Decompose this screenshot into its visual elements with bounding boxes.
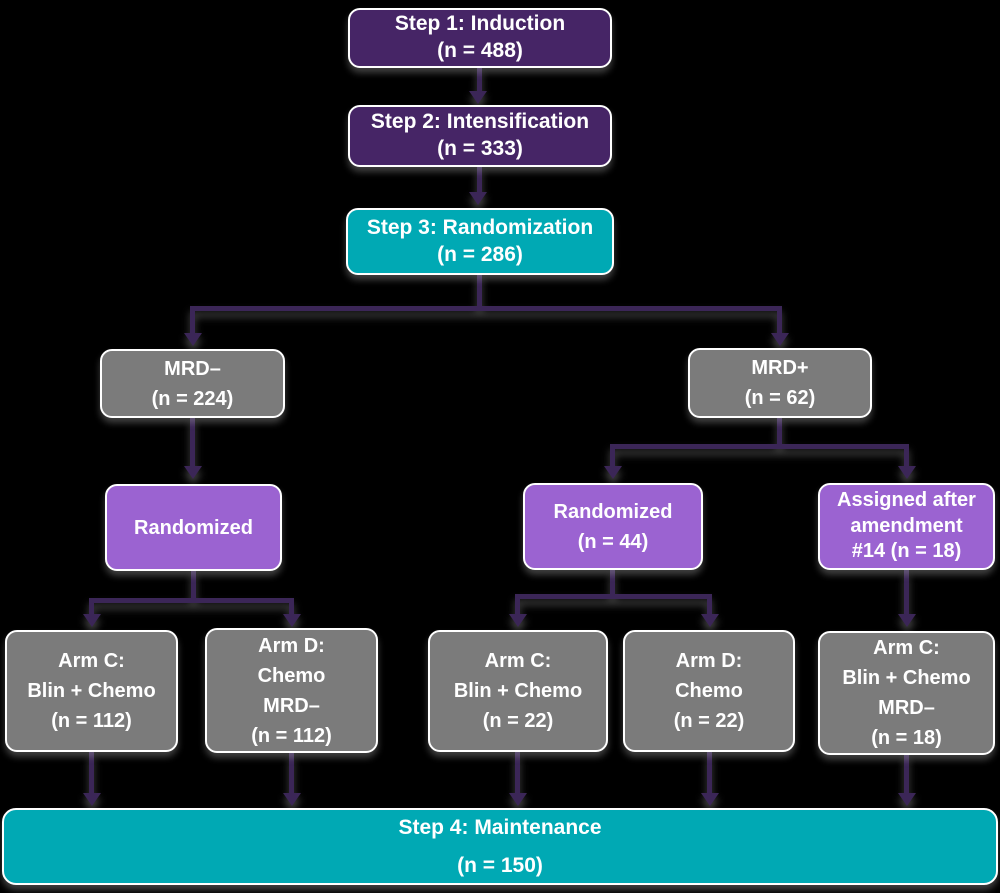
connector-randright-split	[610, 570, 615, 596]
node-step2-intensification: Step 2: Intensification (n = 333)	[348, 105, 612, 167]
node-step3-randomization: Step 3: Randomization (n = 286)	[346, 208, 614, 275]
connector-to-mrd-neg	[190, 306, 195, 334]
node-text-line: (n = 112)	[51, 710, 132, 732]
connector-mrdpos-branch	[610, 444, 909, 449]
arrow-down-icon	[83, 793, 101, 806]
node-text-line: Chemo	[257, 664, 326, 687]
node-arm-d-left: Arm D: Chemo MRD– (n = 112)	[205, 628, 378, 753]
connector-step1-step2	[477, 67, 482, 92]
connector-armdmid-step4	[707, 752, 712, 794]
connector-step3-split	[477, 273, 482, 308]
node-assigned-after-amendment: Assigned after amendment #14 (n = 18)	[818, 483, 995, 570]
node-text-line: Randomized	[134, 516, 253, 539]
node-text-line: MRD–	[878, 697, 935, 719]
connector-mrdneg-randomized	[190, 417, 195, 467]
node-text-line: (n = 286)	[437, 242, 523, 266]
arrow-down-icon	[604, 466, 622, 479]
connector-armdleft-step4	[289, 753, 294, 794]
node-text-line: Step 3: Randomization	[366, 215, 594, 239]
node-text-line: amendment	[850, 514, 963, 537]
arrow-down-icon	[469, 192, 487, 205]
arrow-down-icon	[898, 614, 916, 627]
connector-to-armd-left	[289, 598, 294, 615]
arrow-down-icon	[771, 333, 789, 346]
node-text-line: MRD+	[751, 357, 809, 379]
node-step4-maintenance: Step 4: Maintenance (n = 150)	[2, 808, 998, 885]
connector-randright-branch	[515, 594, 712, 599]
arrow-down-icon	[184, 333, 202, 346]
node-text-line: Step 1: Induction	[394, 12, 566, 36]
node-text-line: Chemo	[675, 680, 743, 702]
arrow-down-icon	[283, 614, 301, 627]
arrow-down-icon	[898, 793, 916, 806]
connector-to-armc-left	[89, 598, 94, 615]
connector-to-armc-mid	[515, 594, 520, 615]
arrow-down-icon	[184, 466, 202, 479]
node-text-line: Arm D:	[258, 634, 325, 657]
connector-mrdpos-split	[777, 417, 782, 446]
node-text-line: (n = 18)	[871, 727, 942, 749]
connector-randleft-branch	[89, 598, 294, 603]
connector-assigned-armc	[904, 570, 909, 615]
connector-armcleft-step4	[89, 752, 94, 794]
connector-randleft-split	[191, 570, 196, 600]
node-text-line: (n = 44)	[577, 530, 649, 553]
node-text-line: Blin + Chemo	[27, 680, 156, 702]
node-mrd-positive: MRD+ (n = 62)	[688, 348, 872, 418]
arrow-down-icon	[83, 614, 101, 627]
node-text-line: Step 2: Intensification	[370, 110, 590, 134]
node-text-line: MRD–	[164, 357, 221, 380]
node-arm-c-right: Arm C: Blin + Chemo MRD– (n = 18)	[818, 631, 995, 755]
connector-step2-step3	[477, 166, 482, 193]
node-text-line: Arm C:	[484, 650, 552, 672]
node-mrd-negative: MRD– (n = 224)	[100, 349, 285, 418]
connector-to-assigned	[904, 444, 909, 467]
node-step1-induction: Step 1: Induction (n = 488)	[348, 8, 612, 68]
arrow-down-icon	[283, 793, 301, 806]
node-text-line: Arm D:	[675, 650, 743, 672]
node-text-line: Assigned after	[837, 489, 976, 512]
connector-to-armd-mid	[707, 594, 712, 615]
arrow-down-icon	[701, 614, 719, 627]
node-randomized-left: Randomized	[105, 484, 282, 571]
node-text-line: #14 (n = 18)	[851, 540, 962, 563]
connector-to-rand-right	[610, 444, 615, 467]
node-text-line: (n = 150)	[457, 853, 543, 877]
node-arm-c-left: Arm C: Blin + Chemo (n = 112)	[5, 630, 178, 752]
node-text-line: (n = 22)	[482, 710, 554, 732]
node-text-line: (n = 224)	[151, 387, 234, 410]
node-text-line: Randomized	[553, 500, 673, 523]
node-arm-c-middle: Arm C: Blin + Chemo (n = 22)	[428, 630, 608, 752]
arrow-down-icon	[509, 614, 527, 627]
node-text-line: (n = 488)	[437, 39, 523, 62]
connector-armcright-step4	[904, 753, 909, 794]
node-text-line: (n = 62)	[744, 387, 816, 409]
arrow-down-icon	[898, 466, 916, 479]
node-text-line: MRD–	[263, 694, 320, 717]
connector-to-mrd-pos	[777, 306, 782, 334]
node-randomized-right: Randomized (n = 44)	[523, 483, 703, 570]
node-text-line: Blin + Chemo	[842, 667, 971, 689]
connector-armcmid-step4	[515, 752, 520, 794]
node-text-line: Blin + Chemo	[453, 680, 583, 702]
node-text-line: Arm C:	[873, 637, 940, 659]
arrow-down-icon	[701, 793, 719, 806]
node-arm-d-middle: Arm D: Chemo (n = 22)	[623, 630, 795, 752]
arrow-down-icon	[469, 91, 487, 104]
node-text-line: (n = 22)	[673, 710, 745, 732]
node-text-line: (n = 112)	[251, 724, 332, 747]
node-text-line: Step 4: Maintenance	[398, 815, 602, 839]
arrow-down-icon	[509, 793, 527, 806]
connector-mrd-split	[190, 306, 780, 311]
node-text-line: (n = 333)	[437, 137, 523, 160]
node-text-line: Arm C:	[58, 650, 125, 672]
